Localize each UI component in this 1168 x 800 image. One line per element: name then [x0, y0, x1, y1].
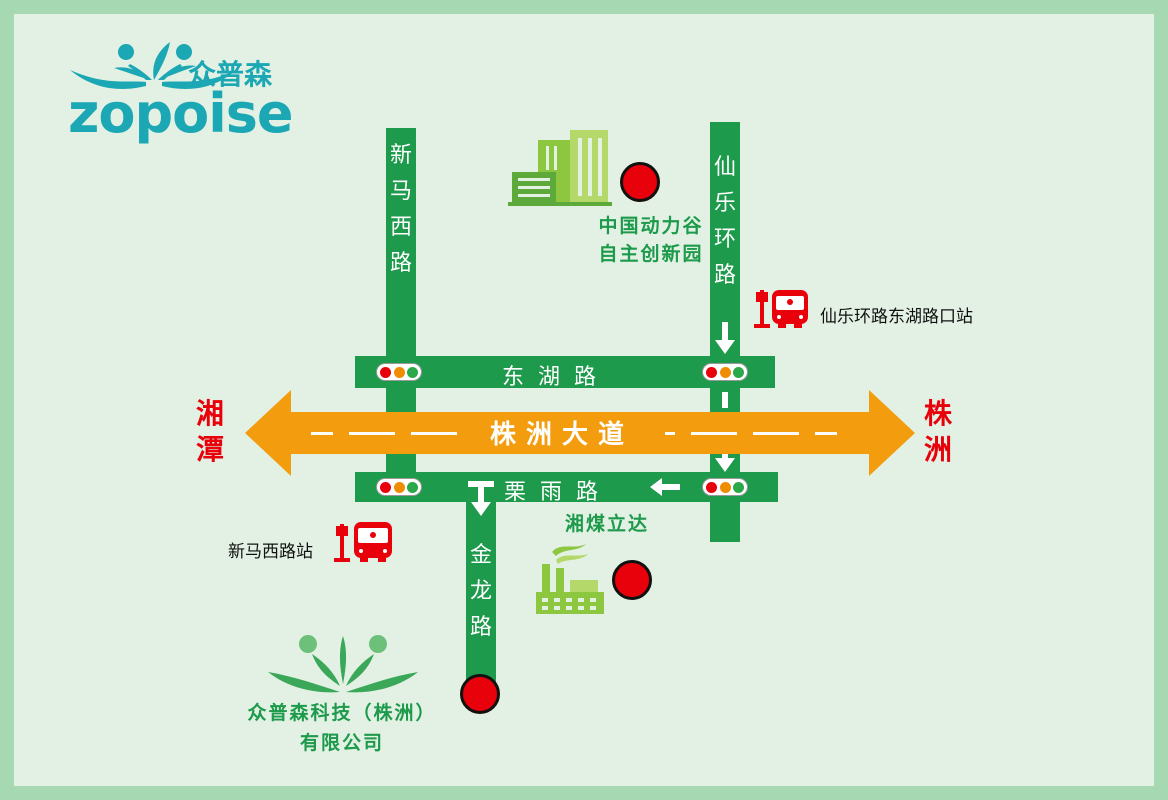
road-label-liyu: 栗雨路 [504, 480, 613, 505]
location-marker-company[interactable] [460, 674, 500, 714]
logo-cn-text: 众普森 [188, 58, 273, 91]
road-label-xianle-ring: 仙 乐 环 路 [713, 155, 736, 288]
down-arrow-icon [715, 450, 735, 472]
arrow-tail-icon [722, 392, 728, 408]
traffic-light-icon [702, 363, 748, 381]
logo-burst-icon [70, 42, 236, 89]
t-junction-arrow-icon [468, 481, 494, 516]
down-arrow-icon [715, 322, 735, 354]
location-marker-xiangmei[interactable] [612, 560, 652, 600]
company-logo-icon [268, 635, 418, 693]
bus-stop-label-xinma: 新马西路站 [228, 542, 313, 562]
poi-label-company: 众普森科技（株洲）有限公司 [247, 702, 437, 754]
zhuzhou-avenue [245, 390, 915, 476]
traffic-light-icon [702, 478, 748, 496]
bus-stop-icon [334, 522, 392, 562]
road-label-zhuzhou-avenue: 株洲大道 [490, 420, 635, 450]
logo-en-text: zopoise [68, 82, 293, 145]
city-zhuzhou: 株洲 [923, 397, 952, 466]
city-xiangtan: 湘潭 [195, 397, 224, 466]
office-building-icon [508, 130, 612, 206]
avenue-dashes [311, 432, 837, 435]
poi-label-power-valley: 中国动力谷自主创新园 [598, 215, 704, 265]
poi-label-xiangmei: 湘煤立达 [564, 513, 649, 535]
road-label-jinlong: 金 龙 路 [469, 543, 492, 640]
bus-stop-label-xianle: 仙乐环路东湖路口站 [820, 307, 973, 327]
left-arrow-icon [650, 478, 680, 496]
road-label-xinma-west: 新 马 西 路 [389, 143, 412, 276]
road-label-donghu: 东湖路 [502, 365, 611, 390]
bus-stop-icon [754, 290, 808, 328]
traffic-light-icon [376, 478, 422, 496]
traffic-light-icon [376, 363, 422, 381]
road-jinlong [466, 500, 496, 690]
factory-icon [536, 544, 604, 614]
location-marker-power-valley[interactable] [620, 162, 660, 202]
zopoise-logo: 众普森 zopoise [68, 42, 294, 145]
